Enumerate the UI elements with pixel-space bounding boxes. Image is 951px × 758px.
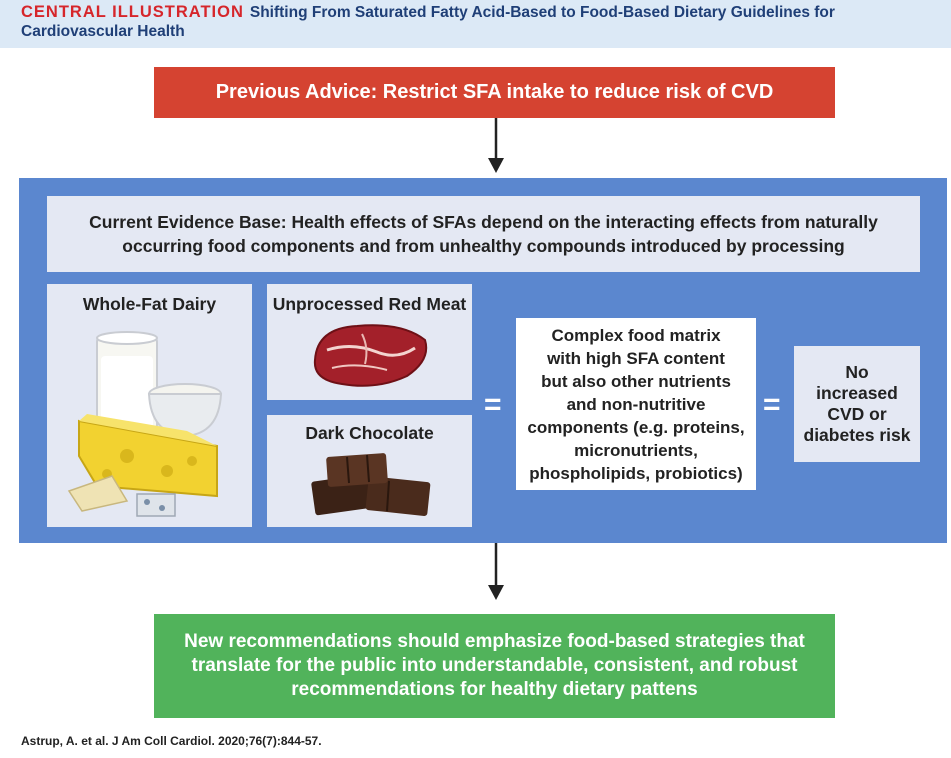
recommendation-line: New recommendations should emphasize foo… (184, 631, 805, 652)
dairy-label: Whole-Fat Dairy (82, 294, 217, 314)
chocolate-card: Dark Chocolate (267, 415, 472, 527)
matrix-line: and non-nutritive (566, 394, 706, 414)
outcome-box: No increased CVD or diabetes risk (794, 346, 920, 462)
recommendation-line: translate for the public into understand… (191, 655, 798, 676)
recommendation-box: New recommendations should emphasize foo… (154, 614, 835, 718)
previous-advice-box: Previous Advice: Restrict SFA intake to … (154, 67, 835, 118)
matrix-line: with high SFA content (547, 348, 725, 368)
previous-advice-text: Previous Advice: Restrict SFA intake to … (215, 81, 774, 103)
chocolate-label: Dark Chocolate (305, 423, 434, 443)
equals-sign-2: = (763, 388, 781, 421)
food-matrix-box: Complex food matrix with high SFA conten… (516, 318, 756, 490)
matrix-line: components (e.g. proteins, (527, 417, 745, 437)
central-illustration-label: CENTRAL ILLUSTRATION (21, 3, 244, 21)
matrix-line: phospholipids, probiotics) (529, 463, 743, 483)
equals-sign-1: = (484, 388, 502, 421)
matrix-line: Complex food matrix (551, 325, 721, 345)
steak-image (313, 324, 428, 387)
recommendation-line: recommendations for healthy dietary patt… (291, 679, 698, 700)
outcome-line: CVD or (827, 404, 887, 424)
evidence-line-1: Current Evidence Base: Health effects of… (89, 212, 878, 232)
down-arrow-icon (488, 543, 504, 600)
chocolate-image (311, 453, 431, 516)
citation: Astrup, A. et al. J Am Coll Cardiol. 202… (21, 734, 322, 748)
dairy-card: Whole-Fat Dairy (47, 284, 252, 527)
dairy-image (67, 331, 223, 517)
evidence-line-2: occurring food components and from unhea… (122, 236, 845, 256)
current-evidence-box: Current Evidence Base: Health effects of… (47, 196, 920, 272)
matrix-line: but also other nutrients (541, 371, 731, 391)
red-meat-label: Unprocessed Red Meat (272, 294, 467, 314)
matrix-line: micronutrients, (574, 440, 698, 460)
outcome-line: increased (816, 383, 898, 403)
outcome-line: No (845, 362, 869, 382)
down-arrow-icon (488, 118, 504, 173)
figure-title-text: Shifting From Saturated Fatty Acid-Based… (21, 4, 835, 40)
red-meat-card: Unprocessed Red Meat (267, 284, 472, 400)
outcome-line: diabetes risk (803, 425, 911, 445)
